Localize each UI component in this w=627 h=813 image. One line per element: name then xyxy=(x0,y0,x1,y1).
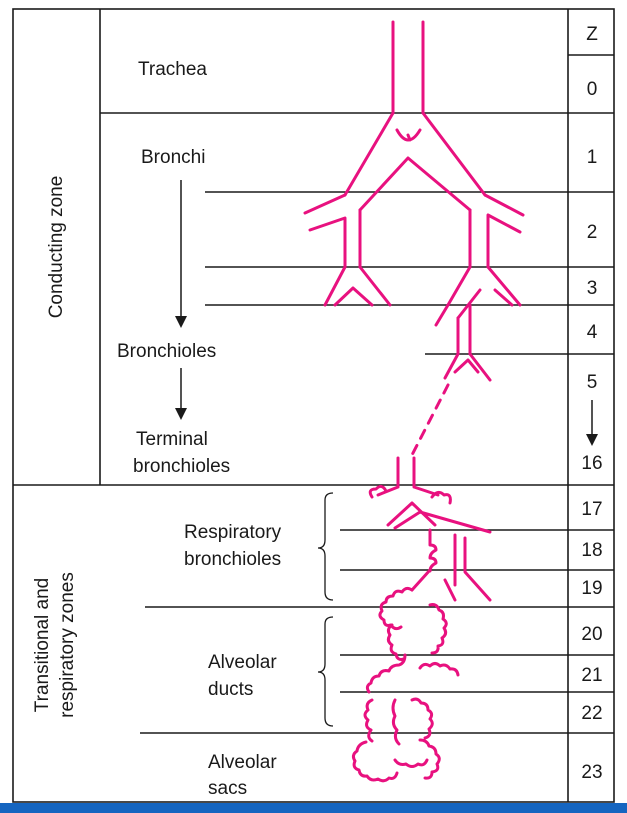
bottom-accent-bar xyxy=(0,803,627,813)
z-value: 20 xyxy=(581,624,602,645)
right-lobar-bronchi xyxy=(468,193,525,269)
z-value: 23 xyxy=(581,762,602,783)
transitional-zone-label-line2: respiratory zones xyxy=(57,572,78,718)
left-segmental-bronchi xyxy=(323,265,392,307)
terminal-bronchiole-shape xyxy=(376,456,440,497)
right-segmental-bronchi xyxy=(446,265,522,320)
z-value: 17 xyxy=(581,499,602,520)
bronchi-label: Bronchi xyxy=(141,147,205,168)
airway-tree xyxy=(303,20,525,783)
z-value: 0 xyxy=(587,79,598,100)
alveolar-ducts-shape xyxy=(365,586,460,694)
outer-border xyxy=(12,8,615,803)
z-value: 18 xyxy=(581,540,602,561)
respiratory-bronchioles-shape xyxy=(368,484,492,602)
z-value: 5 xyxy=(587,372,598,393)
alveolar-sacs-label-line2: sacs xyxy=(208,778,247,799)
bronchioles-label: Bronchioles xyxy=(117,341,216,362)
z-range-arrow xyxy=(586,400,598,446)
terminal-bronchioles-label-line1: Terminal xyxy=(136,429,208,450)
carina-shape xyxy=(358,156,472,212)
alveolar-ducts-label-line2: ducts xyxy=(208,679,253,700)
table-frame xyxy=(12,8,615,803)
alveolar-sacs-label-line1: Alveolar xyxy=(208,752,277,773)
conducting-zone-label: Conducting zone xyxy=(46,176,67,319)
z-value: 1 xyxy=(587,147,598,168)
bronchioles-to-terminal-arrow xyxy=(175,368,187,420)
bronchioles-shape xyxy=(434,303,492,382)
alveolar-ducts-bracket xyxy=(317,616,334,727)
bronchi-to-bronchioles-arrow xyxy=(175,180,187,328)
main-bronchi-shape xyxy=(343,111,487,197)
left-lobar-bronchi xyxy=(303,193,362,269)
respiratory-bronchioles-label-line1: Respiratory xyxy=(184,522,282,543)
z-header: Z xyxy=(586,24,598,45)
respiratory-bronchioles-bracket xyxy=(317,492,334,601)
z-value: 19 xyxy=(581,578,602,599)
terminal-bronchioles-label-line2: bronchioles xyxy=(133,456,230,477)
bronchiole-dashed-continuation xyxy=(410,383,450,457)
trachea-label: Trachea xyxy=(138,59,207,80)
z-values: 0 1 2 3 4 5 16 17 18 19 20 21 22 23 xyxy=(581,79,602,783)
generation-rules xyxy=(100,54,614,734)
trachea-shape xyxy=(391,20,425,115)
z-value: 16 xyxy=(581,453,602,474)
alveolar-sacs-shape xyxy=(351,697,441,783)
z-value: 22 xyxy=(581,703,602,724)
z-value: 21 xyxy=(581,665,602,686)
alveolar-ducts-label-line1: Alveolar xyxy=(208,652,277,673)
transitional-zone-label-line1: Transitional and xyxy=(32,578,53,712)
z-value: 3 xyxy=(587,278,598,299)
respiratory-bronchioles-label-line2: bronchioles xyxy=(184,549,281,570)
z-value: 4 xyxy=(587,322,598,343)
z-value: 2 xyxy=(587,222,598,243)
